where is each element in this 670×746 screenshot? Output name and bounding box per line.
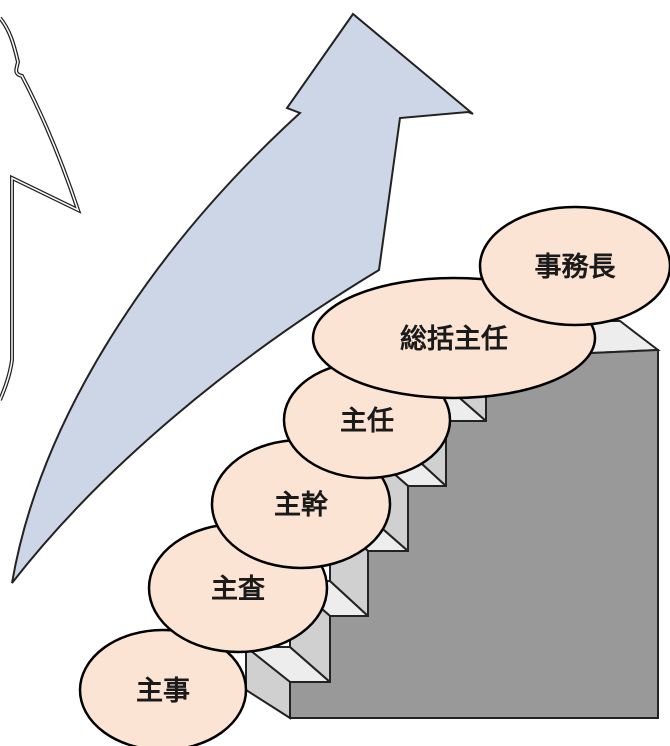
rank-oval-shape	[78, 628, 248, 746]
rank-oval-shape	[478, 205, 670, 327]
rank-label-3: 主幹	[274, 489, 329, 521]
rank-oval-1: 主事	[78, 628, 248, 746]
rank-label-6: 事務長	[535, 252, 617, 283]
rank-label-5: 総括主任	[400, 323, 508, 355]
growth-arrow-icon	[11, 12, 474, 584]
rank-oval-6: 事務長	[478, 205, 670, 327]
stair-front-face	[289, 348, 659, 719]
rank-label-4: 主任	[340, 406, 394, 437]
left-callout-inner	[0, 17, 80, 401]
rank-label-2: 主査	[211, 574, 265, 605]
rank-label-1: 主事	[136, 676, 190, 707]
